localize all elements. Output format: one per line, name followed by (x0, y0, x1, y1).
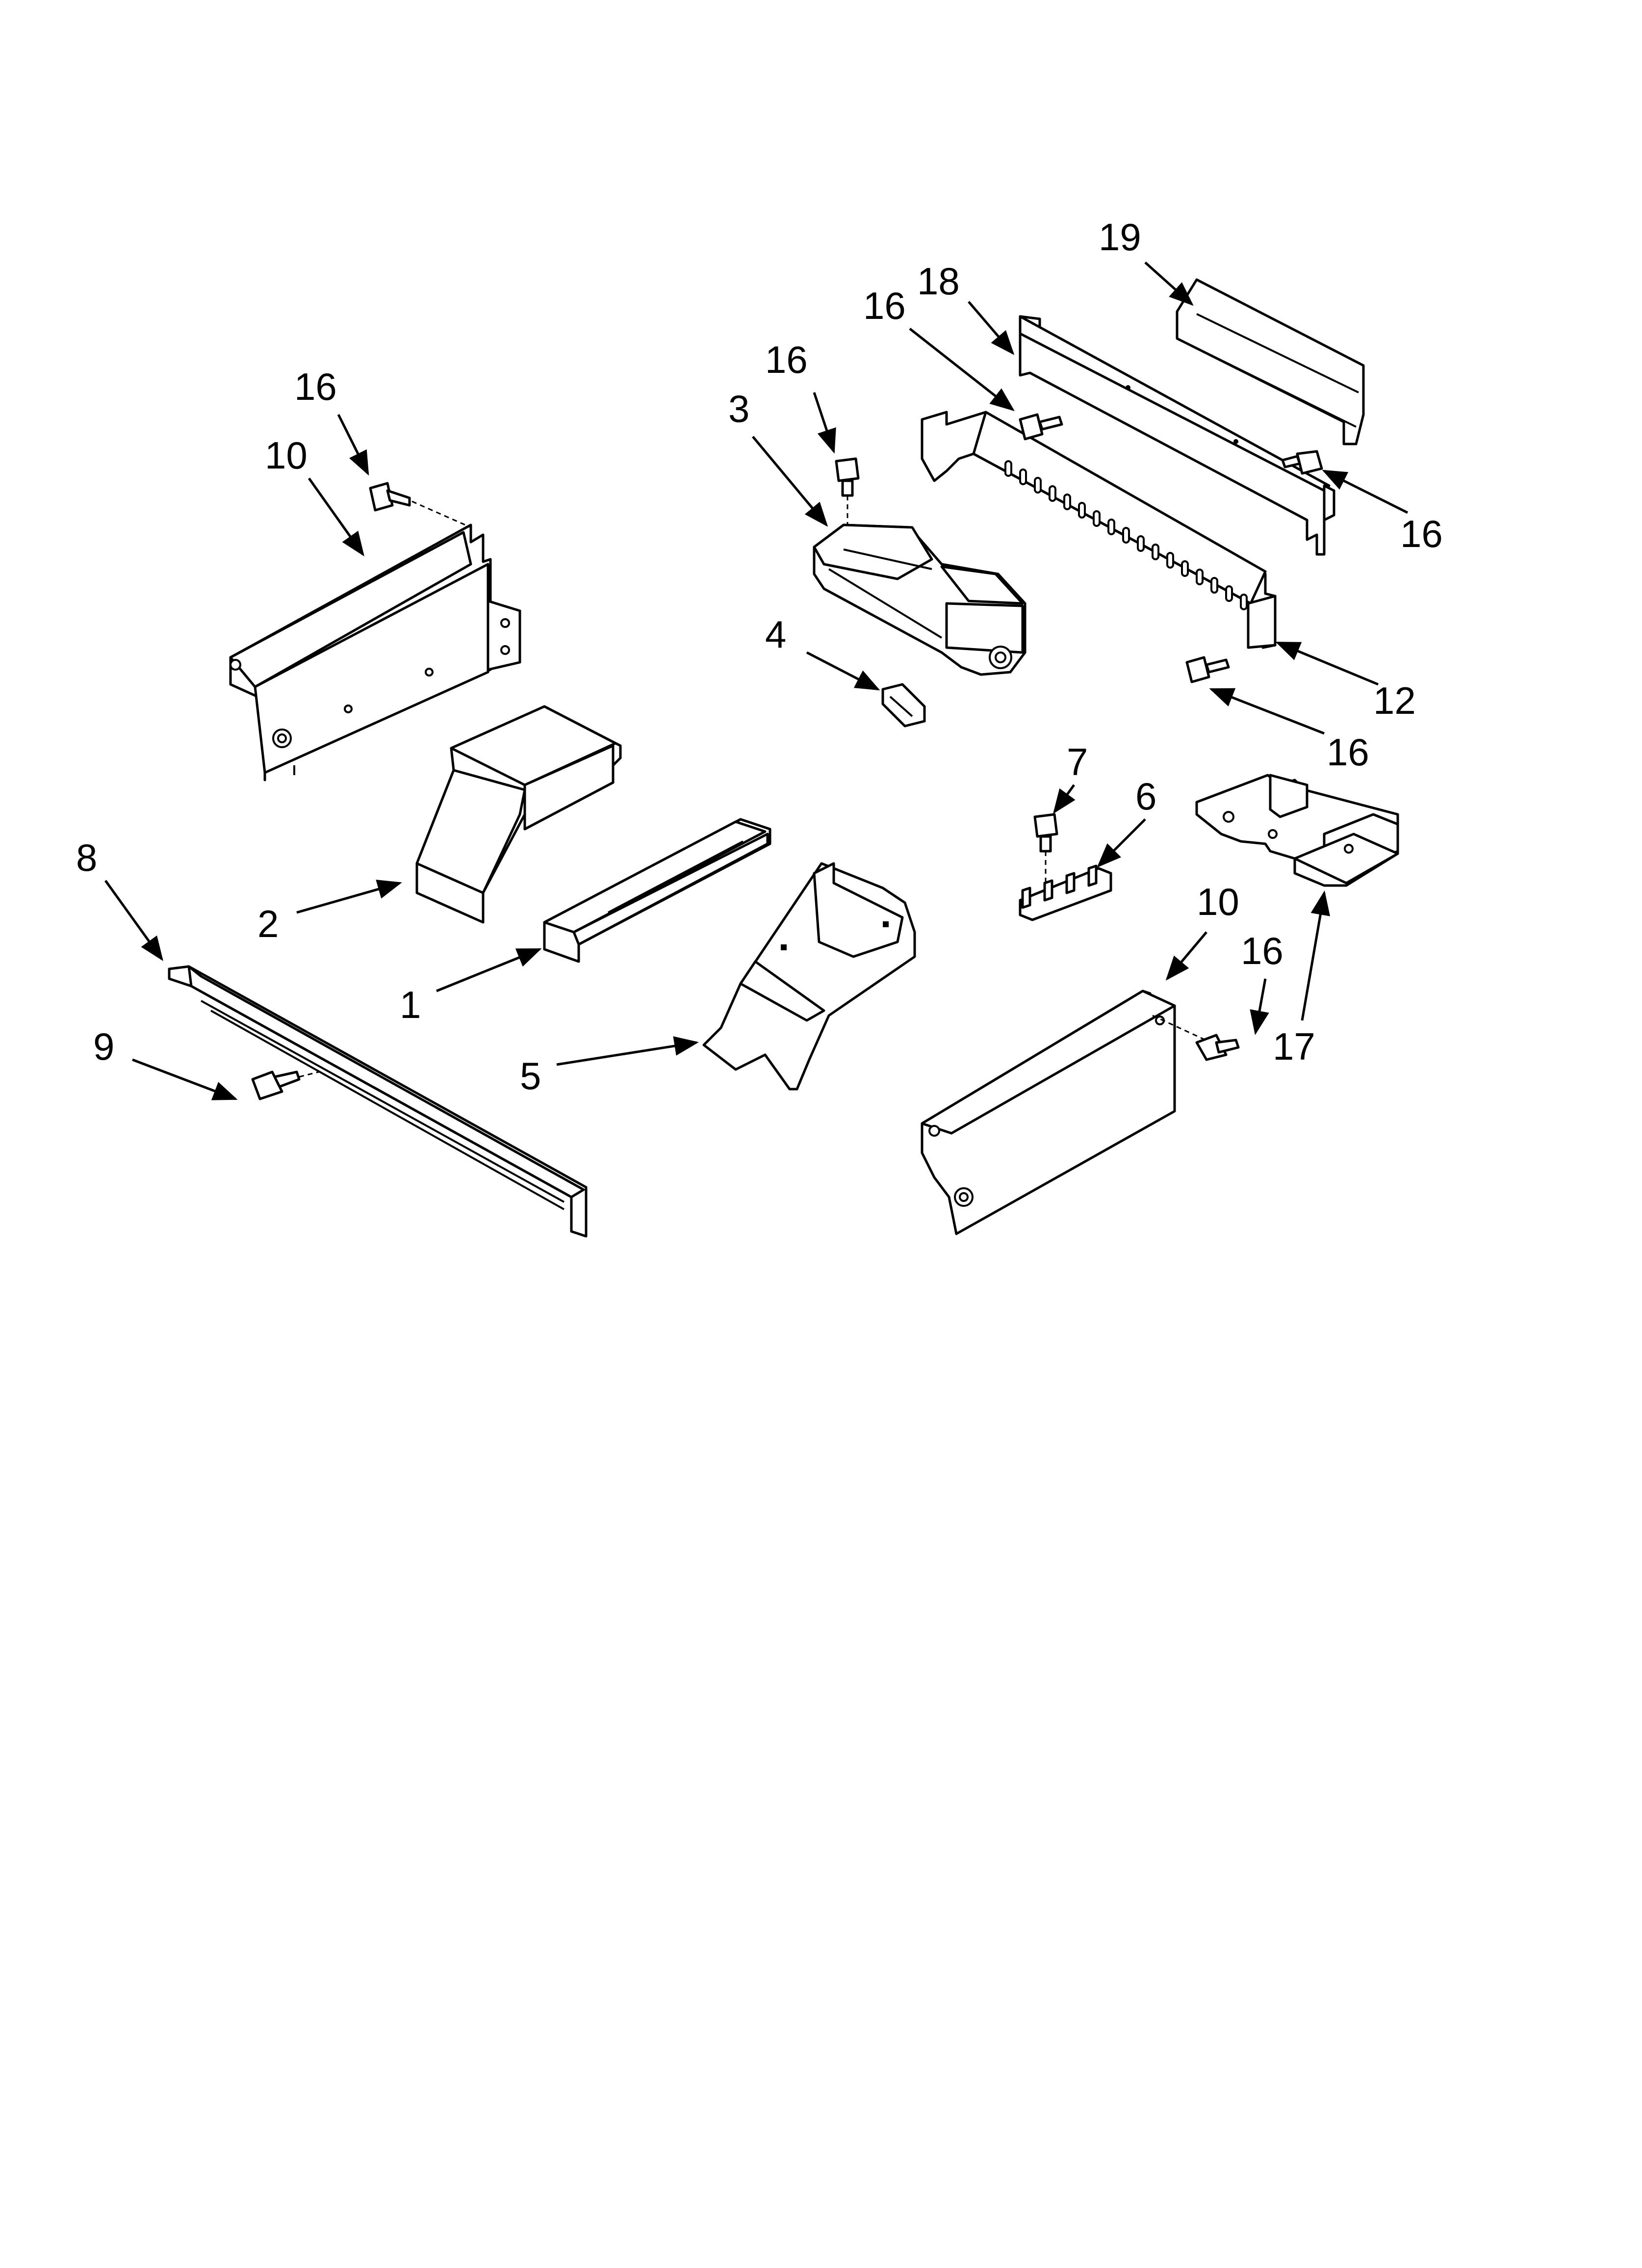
leader-16f (1250, 978, 1269, 1035)
perforation-slots (1004, 460, 1248, 610)
callout-16-right: 16 (1400, 512, 1443, 555)
perforation-slot (1225, 585, 1233, 602)
part-2-vent-duct (415, 705, 622, 924)
screw-16-bracket-right (1281, 450, 1323, 475)
callout-16-top-left: 16 (294, 365, 337, 408)
callout-18: 18 (917, 260, 960, 303)
leader-19 (1144, 261, 1194, 306)
leader-3 (752, 436, 828, 527)
leader-16c (909, 328, 1015, 412)
screw-16-bracket-top (1019, 413, 1063, 441)
leader-4 (806, 651, 880, 691)
leader-2 (296, 880, 402, 914)
part-18-upper-bracket (1019, 315, 1335, 556)
perforation-slot (1063, 494, 1071, 510)
leader-12 (1275, 641, 1379, 686)
perforation-slot (1004, 460, 1012, 477)
callout-8: 8 (76, 836, 97, 879)
screw-16-right-bracket (1152, 1015, 1240, 1061)
callout-10-left: 10 (265, 434, 308, 477)
leader-16e (1209, 688, 1325, 735)
callout-16-bracket: 16 (863, 284, 906, 327)
callout-9: 9 (93, 1025, 114, 1068)
leader-8 (104, 880, 163, 962)
perforation-slot (1181, 560, 1189, 577)
part-5-heat-shield (702, 862, 916, 1091)
perforation-slot (1049, 485, 1056, 502)
callout-3: 3 (728, 387, 749, 430)
leader-18 (968, 301, 1015, 355)
leader-1 (436, 948, 542, 992)
callout-16-lower: 16 (1327, 730, 1369, 774)
perforation-slot (1107, 519, 1115, 535)
screw-9 (251, 1070, 319, 1100)
leader-6 (1097, 818, 1146, 868)
perforation-slot (1166, 552, 1174, 569)
part-17-mounting-plate (1195, 774, 1399, 887)
perforation-slot (1093, 510, 1101, 527)
callout-19: 19 (1099, 215, 1141, 259)
part-3-control-module (813, 523, 1026, 676)
callout-labels: 16 10 16 3 16 18 19 16 12 16 4 7 6 10 16… (76, 215, 1443, 1097)
callout-5: 5 (520, 1054, 541, 1097)
callout-12: 12 (1373, 679, 1416, 722)
leader-9 (132, 1058, 238, 1100)
screw-16-left (369, 482, 471, 528)
perforation-slot (1078, 502, 1086, 519)
callout-7: 7 (1067, 740, 1088, 783)
part-10-right-side-bracket (921, 990, 1176, 1235)
leader-16d (1322, 469, 1409, 514)
leader-16b (813, 392, 836, 454)
perforation-slot (1240, 594, 1248, 610)
leader-10a (308, 477, 364, 557)
screw-16-module (835, 457, 860, 525)
perforation-slot (1152, 544, 1159, 560)
part-4-terminal-block (881, 683, 926, 728)
leader-10b (1165, 931, 1207, 981)
part-10-left-side-bracket (229, 523, 521, 782)
callout-16-module: 16 (765, 338, 808, 381)
callout-6: 6 (1135, 775, 1156, 818)
perforation-slot (1034, 477, 1042, 494)
callout-16-right-bracket: 16 (1241, 929, 1283, 972)
perforation-slot (1210, 577, 1218, 594)
screw-7 (1033, 813, 1058, 883)
part-19-cover-plate (1176, 278, 1365, 445)
part-6-terminal-strip (1019, 864, 1112, 921)
leader-5 (556, 1036, 699, 1066)
perforation-slot (1122, 527, 1130, 544)
part-1-channel (543, 818, 771, 963)
part-8-long-rail (168, 965, 588, 1238)
leader-16a (337, 414, 369, 476)
perforation-slot (1137, 535, 1145, 552)
callout-10-right: 10 (1197, 880, 1239, 923)
screw-16-bracket-lower (1185, 656, 1230, 683)
callout-1: 1 (400, 983, 421, 1026)
leader-lines (104, 261, 1409, 1100)
leader-17 (1301, 890, 1331, 1021)
callout-4: 4 (765, 613, 786, 656)
callout-2: 2 (257, 902, 279, 945)
callout-17: 17 (1273, 1025, 1315, 1068)
leader-7 (1053, 784, 1076, 814)
perforation-slot (1196, 569, 1204, 585)
perforation-slot (1019, 469, 1027, 485)
